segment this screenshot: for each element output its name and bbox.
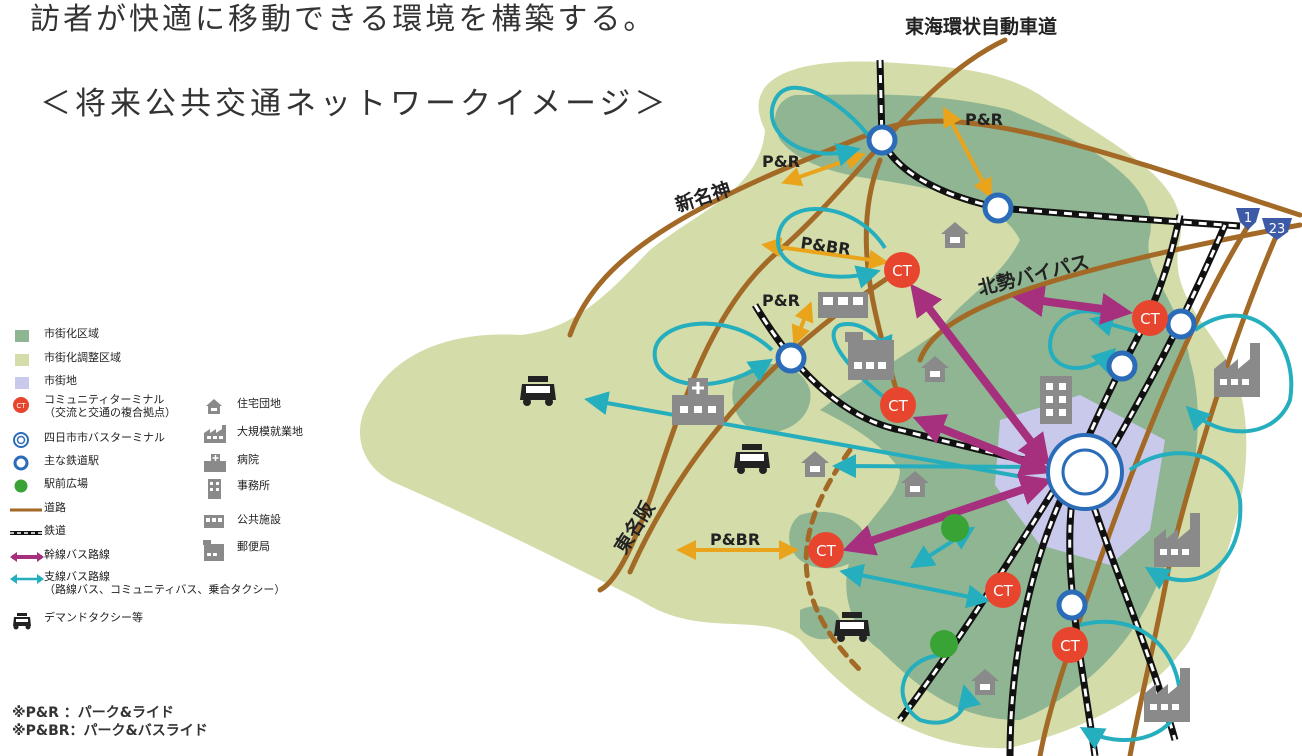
map-title: ＜将来公共交通ネットワークイメージ＞: [40, 86, 670, 122]
intro-text: 訪者が快適に移動できる環境を構築する。: [30, 2, 657, 37]
legend-post-office: 郵便局: [203, 540, 270, 561]
road-dashed: [803, 447, 863, 673]
post-office-icon: [845, 332, 894, 380]
shield-route-1: 1: [1244, 211, 1252, 226]
legend-adjustment-area: 市街化調整区域: [10, 351, 121, 369]
label-tokai-kanjo: 東海環状自動車道: [905, 15, 1057, 38]
ct-label-4: CT: [816, 542, 836, 560]
ct-label-5: CT: [993, 582, 1013, 600]
ct-label-6: CT: [1060, 637, 1080, 655]
office-icon: [1040, 376, 1072, 424]
legend-railway: 鉄道: [10, 524, 66, 537]
legend-housing: 住宅団地: [203, 397, 281, 415]
legend-bus-terminal: 四日市市バスターミナル: [10, 431, 165, 449]
hospital-icon: [672, 378, 724, 425]
note-park-and-bus-ride: ※P&BR：パーク&バスライド: [12, 723, 208, 739]
note-park-and-ride: ※P&R ：パーク&ライド: [12, 705, 174, 721]
label-pbr-2: P&BR: [710, 530, 760, 549]
public-facility-icon: [818, 292, 868, 318]
legend-railway-station: 主な鉄道駅: [10, 454, 99, 472]
bus-terminal: [1046, 433, 1124, 511]
ct-label-3: CT: [1140, 310, 1160, 328]
legend-station-plaza: 駅前広場: [10, 477, 88, 495]
legend-branch-bus: 支線バス路線（路線バス、コミュニティバス、乗合タクシー）: [10, 570, 285, 596]
legend-factory: 大規模就業地: [203, 425, 303, 443]
legend-public-facility: 公共施設: [203, 513, 281, 531]
shield-route-23: 23: [1269, 222, 1286, 237]
route-shields: 1 23: [1236, 208, 1292, 240]
railway-stations: [775, 124, 1197, 621]
legend-office: 事務所: [203, 479, 270, 499]
legend-city-center: 市街地: [10, 374, 77, 392]
label-pr-2: P&R: [965, 110, 1003, 129]
trunk-bus-routes: [842, 283, 1133, 556]
legend-community-terminal: CT コミュニティターミナル（交流と交通の複合拠点）: [10, 393, 176, 419]
legend-road: 道路: [10, 501, 66, 514]
station-plazas: [930, 514, 969, 658]
community-terminals: CT CT CT CT CT CT: [808, 252, 1168, 663]
svg-text:CT: CT: [16, 402, 26, 410]
legend-demand-taxi: デマンドタクシー等: [10, 611, 143, 630]
legend-urbanization-area: 市街化区域: [10, 327, 99, 345]
road-route-1: [1037, 212, 1258, 756]
legend-trunk-bus: 幹線バス路線: [10, 548, 110, 566]
label-pr-3: P&R: [762, 291, 800, 310]
legend-hospital: 病院: [203, 453, 259, 472]
road-tokai-kanjo: [597, 37, 1008, 593]
ct-label-1: CT: [892, 262, 912, 280]
label-pr-1: P&R: [762, 152, 800, 171]
ct-label-2: CT: [888, 397, 908, 415]
